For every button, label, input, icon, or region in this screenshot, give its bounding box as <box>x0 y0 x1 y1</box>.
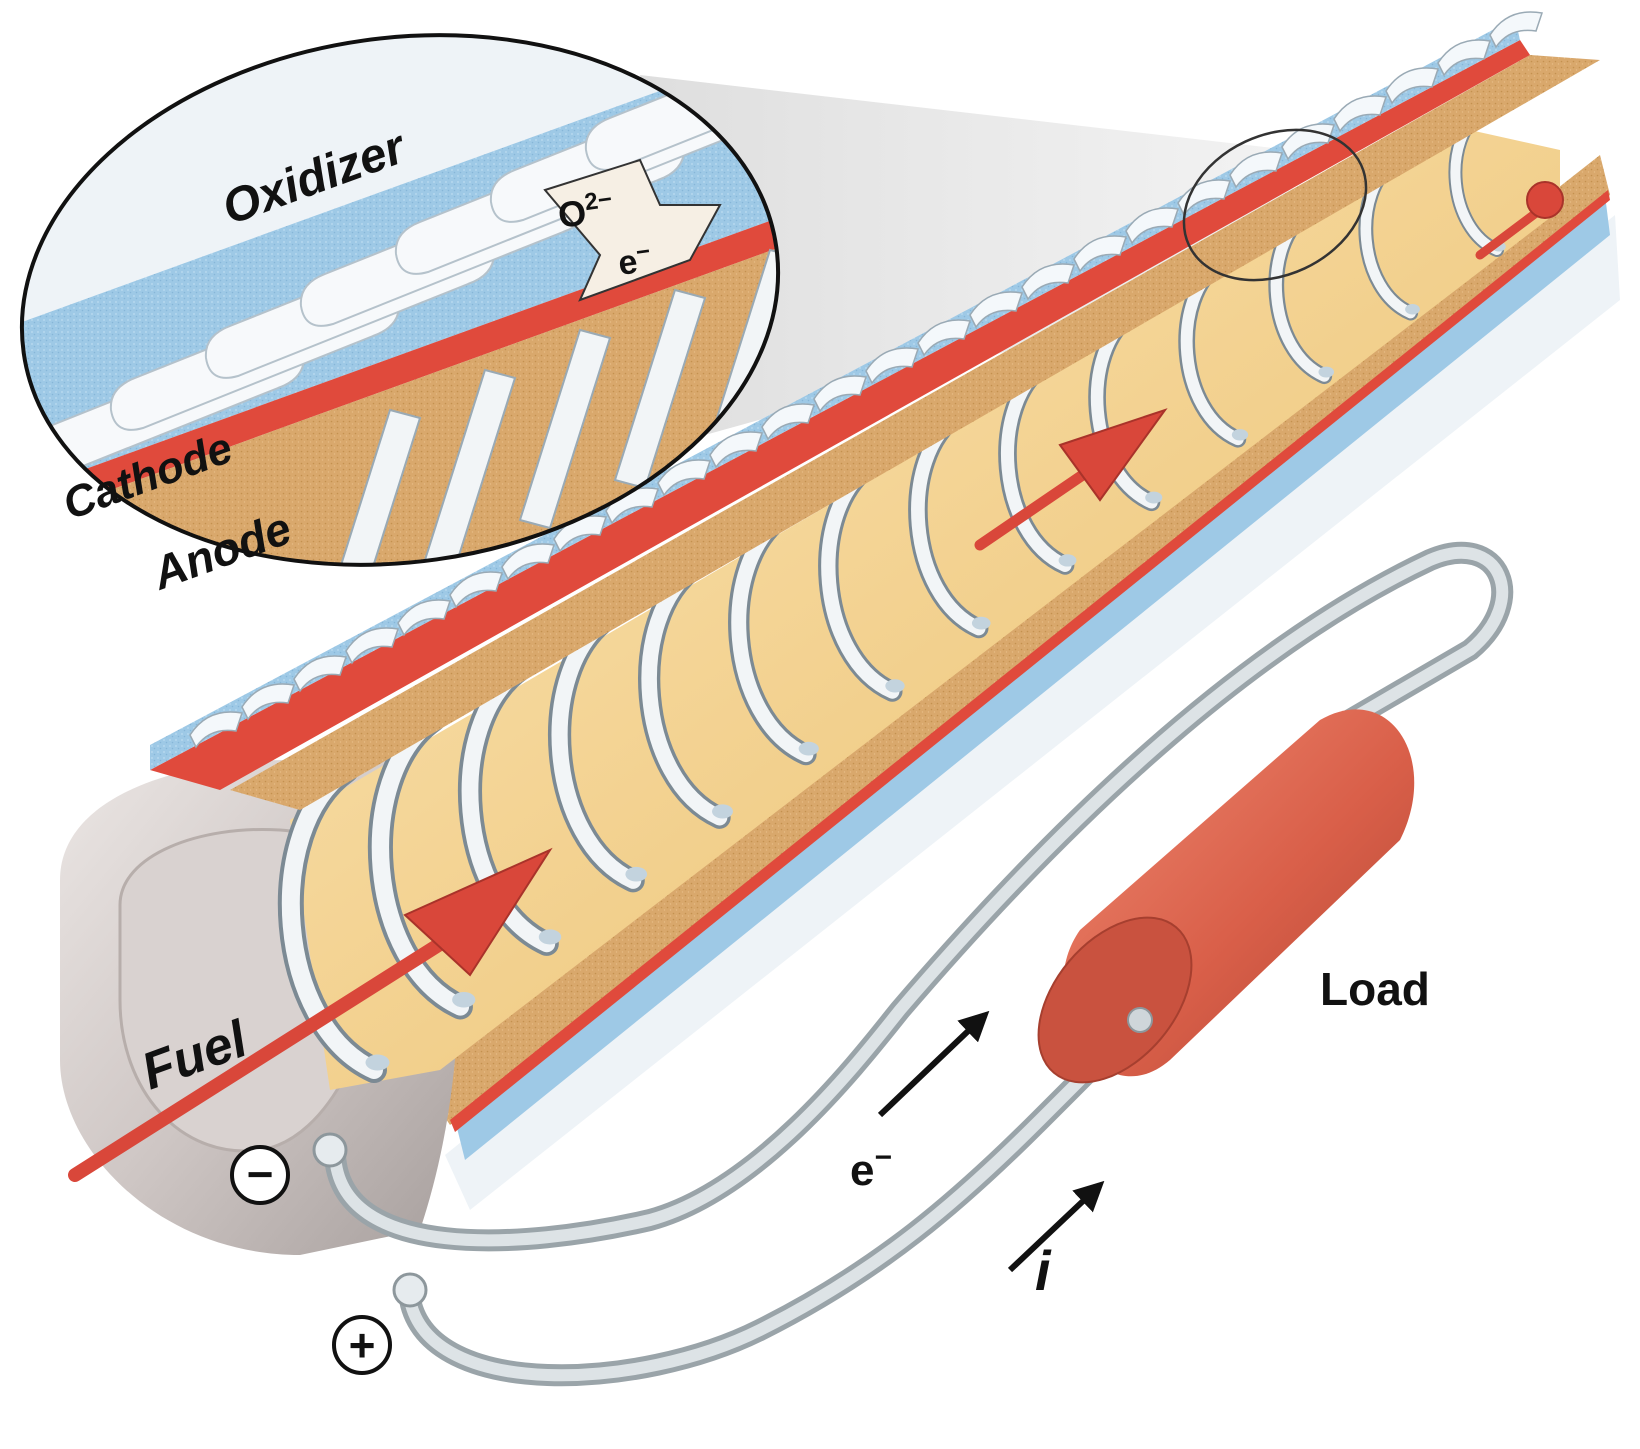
spiral-contact <box>625 866 648 882</box>
oxidizer-rib <box>1333 95 1387 133</box>
oxidizer-rib <box>1125 207 1179 245</box>
oxidizer-rib <box>709 431 763 469</box>
oxidizer-rib <box>449 571 503 609</box>
spiral-contact <box>1058 554 1077 567</box>
load-resistor <box>1037 709 1415 1084</box>
oxidizer-rib <box>1021 263 1075 301</box>
oxidizer-rib <box>1385 67 1439 105</box>
positive-terminal-label: + <box>349 1319 376 1371</box>
spiral-contact <box>452 991 476 1008</box>
spiral-contact <box>798 741 819 756</box>
spiral-contact <box>885 679 905 693</box>
oxidizer-rib <box>1489 11 1543 49</box>
oxidizer-rib <box>1229 151 1283 189</box>
oxidizer-rib <box>761 403 815 441</box>
upper-anode-slab <box>230 55 1600 810</box>
spiral-contact <box>712 804 733 819</box>
oxidizer-rib <box>241 683 295 721</box>
inset-interconnect-rod <box>613 288 707 490</box>
zoom-cone <box>640 75 1300 435</box>
oxidizer-rib <box>657 459 711 497</box>
negative-terminal-icon: − <box>230 1145 290 1205</box>
oxidizer-rib <box>293 655 347 693</box>
oxidizer-rib <box>865 347 919 385</box>
fuel-flow-arrows <box>68 181 1564 1182</box>
magnified-region-ring <box>1182 128 1368 282</box>
label-electron-inset: e− <box>615 238 653 283</box>
oxidizer-rib <box>1177 179 1231 217</box>
label-current: i <box>1035 1239 1052 1302</box>
label-load: Load <box>1320 963 1430 1015</box>
oxidizer-rib <box>189 711 243 749</box>
spiral-contact <box>365 1054 390 1071</box>
oxidizer-rib <box>813 375 867 413</box>
oxidizer-rib <box>917 319 971 357</box>
label-electron-flow: e− <box>850 1141 892 1195</box>
oxidizer-rib <box>345 627 399 665</box>
oxidizer-rib <box>1073 235 1127 273</box>
fuel-cell-tube <box>60 11 1620 1255</box>
negative-terminal-label: − <box>247 1148 274 1200</box>
spiral-contact <box>971 616 991 630</box>
spiral-contact <box>1318 366 1335 378</box>
oxidizer-rib <box>969 291 1023 329</box>
ion-electron-arrow <box>543 158 722 302</box>
positive-terminal-icon: + <box>332 1315 392 1375</box>
electron-flow-arrow <box>877 1010 990 1118</box>
oxidizer-rib <box>501 543 555 581</box>
inset-interconnect-rod <box>518 328 612 530</box>
label-oxide-ion: O2− <box>555 186 616 236</box>
current-flow-arrow <box>1007 1180 1105 1273</box>
spiral-contact <box>1145 491 1163 504</box>
spiral-contact <box>1405 304 1420 315</box>
oxidizer-rib <box>1437 39 1491 77</box>
spiral-contact <box>538 929 562 945</box>
external-circuit <box>312 541 1514 1387</box>
oxidizer-rib <box>397 599 451 637</box>
spiral-contact <box>1231 429 1249 441</box>
